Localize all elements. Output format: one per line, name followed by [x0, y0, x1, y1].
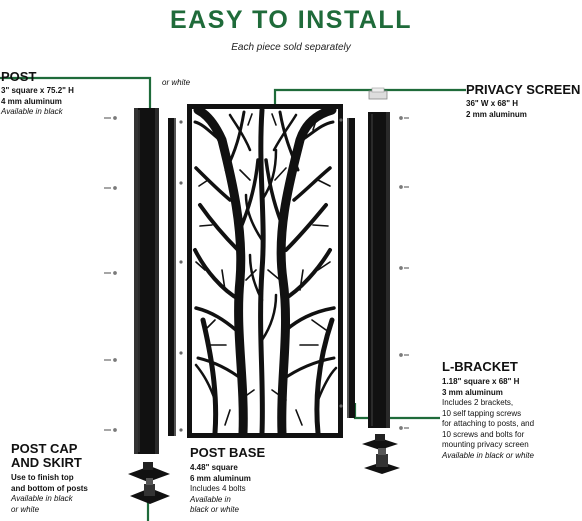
post-base-desc: Includes 4 bolts [190, 484, 246, 493]
post-cap-availability-line2: or white [11, 504, 40, 514]
post-title: POST [1, 69, 37, 84]
privacy-screen-title: PRIVACY SCREEN [466, 82, 581, 97]
privacy-screen-callout: PRIVACY SCREEN 36" W x 68" H 2 mm alumin… [466, 83, 580, 120]
l-bracket-title: L-BRACKET [442, 359, 518, 374]
left-post-base [130, 478, 170, 504]
l-bracket-desc-line: 10 screws and bolts for [442, 429, 525, 439]
left-post-skirt [128, 462, 170, 482]
post-cap-desc-line2: and bottom of posts [11, 483, 88, 493]
privacy-screen-material: 2 mm aluminum [466, 109, 527, 119]
right-l-bracket [347, 118, 355, 418]
post-base-material: 6 mm aluminum [190, 473, 251, 483]
page-subtitle: Each piece sold separately [231, 42, 351, 53]
right-post-skirt [362, 434, 398, 450]
post-base-size: 4.48" square [190, 463, 238, 472]
left-l-bracket [168, 118, 176, 436]
privacy-screen-panel [187, 104, 343, 438]
post-cap-desc: Use to finish top [11, 473, 74, 482]
l-bracket-leader-line [353, 403, 440, 420]
post-leader-line [0, 76, 152, 108]
l-bracket-size: 1.18" square x 68" H [442, 377, 520, 386]
post-cap-availability: Available in black [11, 494, 73, 503]
l-bracket-callout: L-BRACKET 1.18" square x 68" H 3 mm alum… [442, 360, 534, 461]
post-cap-title-line2: AND SKIRT [11, 455, 82, 470]
post-material: 4 mm aluminum [1, 96, 62, 106]
post-base-title: POST BASE [190, 445, 266, 460]
l-bracket-material: 3 mm aluminum [442, 387, 503, 397]
l-bracket-desc-line: mounting privacy screen [442, 440, 529, 449]
right-post-base [364, 448, 400, 474]
l-bracket-desc-line: Includes 2 brackets, [442, 398, 514, 407]
post-size: 3" square x 75.2" H [1, 86, 74, 95]
l-bracket-desc-line: 10 self tapping screws [442, 408, 522, 418]
l-bracket-desc-line: for attaching to posts, and [442, 419, 535, 428]
post-cap-title: POST CAP [11, 441, 78, 456]
right-post [368, 112, 390, 428]
l-bracket-availability: Available in black or white [442, 450, 534, 460]
privacy-screen-size: 36" W x 68" H [466, 99, 519, 108]
page-title: EASY TO INSTALL [170, 6, 412, 34]
post-cap-callout: POST CAP AND SKIRT Use to finish top and… [11, 442, 88, 515]
left-post [134, 108, 159, 454]
privacy-screen-leader-line [273, 88, 466, 104]
post-alt-color: or white [162, 78, 191, 87]
post-callout: POST 3" square x 75.2" H 4 mm aluminum A… [1, 70, 74, 118]
post-base-availability: Available in [190, 494, 231, 504]
post-base-callout: POST BASE 4.48" square 6 mm aluminum Inc… [190, 446, 265, 516]
post-availability: Available in black [1, 107, 63, 116]
post-base-availability-line2: black or white [190, 505, 239, 514]
right-post-cap [368, 87, 388, 100]
